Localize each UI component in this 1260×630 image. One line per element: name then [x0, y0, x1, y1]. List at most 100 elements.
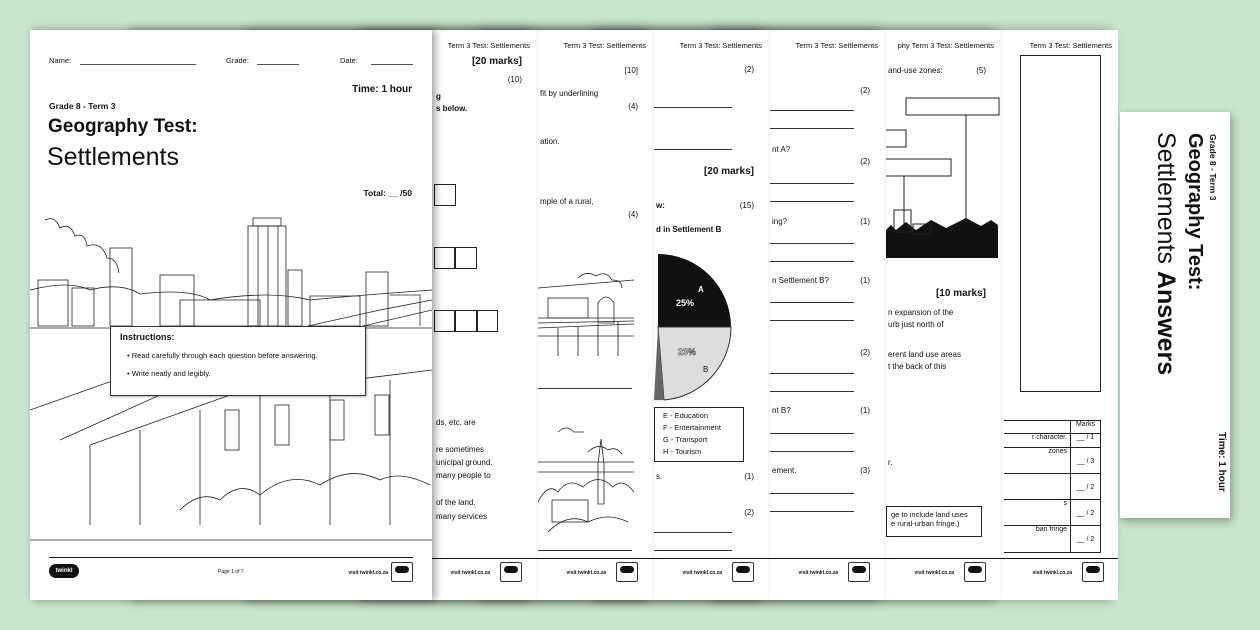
question-text: ement.: [772, 466, 797, 475]
page-header: Term 3 Test: Settlements: [563, 41, 646, 50]
criteria: ban fringe: [1035, 526, 1067, 533]
marks-table: Marks r character.__ / 1 zones__ / 3 __ …: [1004, 420, 1101, 553]
page-header: phy Term 3 Test: Settlements: [897, 41, 994, 50]
question-text: erent land use areas: [888, 350, 961, 359]
page-title: Geography Test:: [48, 116, 198, 137]
footer-link[interactable]: visit twinkl.co.za: [914, 570, 954, 576]
question-marks: (2): [860, 348, 870, 357]
answers-cover-page: [1120, 112, 1230, 518]
letter-box[interactable]: [455, 247, 477, 269]
letter-box[interactable]: [434, 310, 455, 332]
total-score: Total: __ /50: [363, 188, 413, 198]
marks-header: Marks: [1070, 421, 1100, 433]
question-text: g: [436, 92, 441, 101]
twinkl-badge-icon: [500, 562, 522, 582]
footer-link[interactable]: visit twinkl.co.za: [798, 570, 838, 576]
section-marks: [20 marks]: [703, 166, 754, 177]
answers-cover-content: Grade 8 - Term 3 Geography Test: Settlem…: [1120, 112, 1230, 518]
name-label: Name:: [49, 56, 72, 65]
time-limit: Time: 1 hour: [352, 84, 412, 95]
chart-title: d in Settlement B: [656, 225, 722, 234]
criteria: [1004, 474, 1070, 499]
page-header: Term 3 Test: Settlements: [447, 41, 530, 50]
question-marks: (1): [860, 406, 870, 415]
farm-illustration: [538, 273, 634, 356]
twinkl-badge-icon: [1082, 562, 1104, 582]
question-marks: (10): [507, 75, 522, 84]
question-text: s.: [656, 472, 663, 481]
pie-slice: [654, 327, 664, 401]
answers-label: Answers: [1152, 270, 1180, 376]
twinkl-badge-icon: [848, 562, 870, 582]
page-header: Term 3 Test: Settlements: [1029, 41, 1112, 50]
grade-label: Grade:: [226, 56, 249, 65]
time-limit: Time: 1 hour: [1216, 432, 1227, 492]
question-text: ds, etc. are: [436, 418, 476, 427]
question-text: many people to: [436, 471, 491, 480]
date-field[interactable]: [371, 64, 413, 65]
hint-text: e rural-urban fringe.): [891, 519, 960, 528]
question-marks: [10]: [624, 66, 638, 75]
footer-link[interactable]: visit twinkl.co.za: [682, 570, 722, 576]
page-title: Geography Test:: [1184, 133, 1206, 291]
footer-link[interactable]: visit twinkl.co.za: [1032, 570, 1072, 576]
footer-link[interactable]: visit twinkl.co.za: [450, 570, 490, 576]
question-text: mple of a rural,: [540, 197, 594, 206]
page-subtitle: Settlements: [1152, 132, 1180, 271]
question-marks: (4): [628, 210, 638, 219]
question-text: of the land.: [436, 498, 476, 507]
section-marks: [20 marks]: [471, 56, 522, 67]
question-marks: (5): [976, 66, 986, 75]
question-text: many services: [436, 512, 488, 521]
question-marks: (15): [739, 201, 754, 210]
pie-slice-b: [657, 326, 732, 401]
land-use-diagram: [886, 97, 1000, 258]
grade-term: Grade 8 - Term 3: [1208, 134, 1218, 201]
question-marks: (2): [860, 157, 870, 166]
slice-label: B: [703, 365, 709, 374]
question-text: r.: [888, 458, 893, 467]
grade-field[interactable]: [257, 64, 299, 65]
cover-page: Name: Grade: Date: Time: 1 hour Grade 8 …: [30, 30, 432, 600]
slice-percent: 25%: [676, 298, 695, 308]
mark: __ / 2: [1070, 500, 1100, 525]
name-field[interactable]: [80, 64, 196, 65]
question-marks: (1): [744, 472, 754, 481]
legend-item: H - Tourism: [663, 447, 702, 456]
page-header: Term 3 Test: Settlements: [679, 41, 762, 50]
legend-item: G - Transport: [663, 435, 708, 444]
question-text: unicipal ground.: [436, 458, 493, 467]
legend-item: E - Education: [663, 411, 709, 420]
instruction-item: Read carefully through each question bef…: [131, 351, 318, 360]
criteria: s: [1063, 500, 1068, 507]
letter-box[interactable]: [434, 247, 455, 269]
hint-text: ge to include land uses: [891, 510, 968, 519]
twinkl-badge-icon: [616, 562, 638, 582]
question-marks: (2): [744, 65, 754, 74]
question-marks: (1): [860, 276, 870, 285]
page-subtitle: Settlements: [47, 143, 180, 171]
footer-link[interactable]: visit twinkl.co.za: [566, 570, 606, 576]
question-text: w:: [656, 201, 665, 210]
criteria: r character.: [1031, 434, 1067, 441]
question-text: and-use zones:: [888, 66, 943, 75]
letter-box[interactable]: [434, 184, 456, 206]
letter-box[interactable]: [477, 310, 498, 332]
question-text: ation.: [540, 137, 560, 146]
question-marks: (2): [860, 86, 870, 95]
question-marks: (3): [860, 466, 870, 475]
question-text: ing?: [772, 217, 788, 226]
question-text: n expansion of the: [888, 308, 954, 317]
slice-label: A: [698, 285, 704, 294]
twinkl-badge-icon: [391, 562, 413, 582]
letter-box[interactable]: [455, 310, 477, 332]
mark: __ / 1: [1070, 434, 1100, 447]
village-illustration: [538, 427, 634, 532]
footer-link[interactable]: visit twinkl.co.za: [348, 570, 388, 576]
instruction-item: Write neatly and legibly.: [131, 369, 211, 378]
criteria: zones: [1048, 448, 1067, 455]
page-number: Page 1 of 7: [218, 569, 244, 575]
question-text: nt A?: [772, 145, 791, 154]
